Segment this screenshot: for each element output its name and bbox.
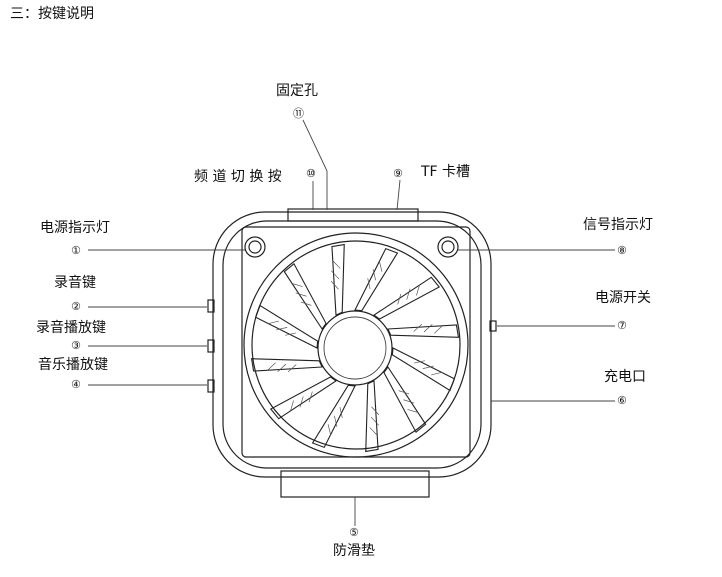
callout-1: ① <box>71 244 81 257</box>
fan-blade-hatch <box>300 301 312 306</box>
fan-blade-hatch <box>407 409 419 414</box>
music-play-button <box>207 379 215 393</box>
signal-indicator-light <box>437 236 459 258</box>
fan-blade <box>373 276 441 320</box>
label-channel-switch: 频 道 切 换 按 <box>194 169 282 185</box>
fan-blade-hatch <box>327 424 332 436</box>
fan-hub-inner <box>323 316 387 380</box>
callout-9: ⑨ <box>393 167 403 180</box>
fan-blade <box>311 384 356 449</box>
fan-blade-hatch <box>330 270 340 280</box>
fan-blade-hatch <box>295 292 307 297</box>
top-plate <box>287 208 419 222</box>
label-tf-slot: TF 卡槽 <box>421 164 471 180</box>
callout-10: ⑩ <box>306 167 316 180</box>
fan-blade-hatch <box>414 360 425 364</box>
fan-blade-hatch <box>289 400 294 412</box>
fan-blade <box>250 358 323 372</box>
fan-blade <box>331 243 345 316</box>
callout-6: ⑥ <box>617 394 627 407</box>
callout-7: ⑦ <box>617 319 627 332</box>
power-switch <box>489 320 497 332</box>
callout-4: ④ <box>71 378 81 391</box>
fan-blade-hatch <box>403 399 415 404</box>
fan-blade-hatch <box>308 391 313 403</box>
fan-blade-hatch <box>369 427 379 437</box>
power-indicator-light-inner <box>248 240 262 254</box>
fan-blade <box>391 347 456 392</box>
fan-blade-hatch <box>299 396 304 408</box>
fan-blade <box>354 247 399 312</box>
fan-blade-hatch <box>372 269 376 281</box>
fan-blade <box>383 366 427 434</box>
fan-blade <box>254 304 319 349</box>
anti-slip-pad <box>280 470 430 498</box>
fan-blade-hatch <box>331 259 341 269</box>
label-charging-port: 充电口 <box>604 369 646 385</box>
fan-blade-hatch <box>397 293 402 305</box>
fan-blade-hatch <box>370 416 380 426</box>
record-play-button <box>207 339 215 353</box>
fan-blade-hatch <box>422 365 434 369</box>
record-button <box>207 299 215 313</box>
callout-8: ⑧ <box>617 244 627 257</box>
label-anti-slip-pad: 防滑垫 <box>333 543 375 559</box>
fan-blade-hatch <box>378 260 383 272</box>
fan-blade <box>283 262 327 330</box>
fan-blade-hatch <box>398 390 410 395</box>
fan-blade <box>365 380 379 453</box>
fan-blade <box>387 324 460 338</box>
device-body-outer <box>212 211 492 478</box>
fan-blade-hatch <box>285 332 296 336</box>
fan-outer-ring <box>243 232 469 458</box>
callout-11: ⑪ <box>293 107 304 120</box>
fan-blade-hatch <box>413 323 423 332</box>
section-title: 三：按键说明 <box>10 6 94 22</box>
device-body-inner <box>222 220 482 469</box>
fan-blade-hatch <box>291 282 303 287</box>
label-fixing-hole: 固定孔 <box>276 83 318 99</box>
label-power-switch: 电源开关 <box>595 290 651 306</box>
fan-blade <box>269 376 337 420</box>
fan-blade-hatch <box>267 320 279 325</box>
callout-3: ③ <box>71 339 81 352</box>
fan-blades <box>250 243 460 453</box>
label-record-play-key: 录音播放键 <box>36 320 106 336</box>
signal-indicator-light-inner <box>441 240 455 254</box>
fan-blade-hatch <box>367 278 371 289</box>
fan-blade-hatch <box>334 415 338 427</box>
label-record-key: 录音键 <box>54 275 96 291</box>
label-power-indicator: 电源指示灯 <box>40 220 110 236</box>
fan-blade-hatch <box>416 284 421 296</box>
label-music-play-key: 音乐播放键 <box>38 357 108 373</box>
callout-2: ② <box>71 300 81 313</box>
fan-blade-hatch <box>330 280 339 290</box>
fan-blade-hatch <box>339 407 343 418</box>
fan-blade-hatch <box>287 364 297 373</box>
fan-blade-hatch <box>431 371 443 376</box>
fan-ring <box>251 240 461 450</box>
fan-hub <box>317 310 393 386</box>
fan-blade-hatch <box>266 362 276 372</box>
fan-blade-hatch <box>423 323 433 333</box>
fan-blade-hatch <box>276 327 288 331</box>
fan-blade-hatch <box>371 406 380 416</box>
callout-5: ⑤ <box>349 526 359 539</box>
fan-frame <box>241 226 471 458</box>
fan-blade-hatch <box>406 288 411 300</box>
fan-blade-hatch <box>277 363 287 373</box>
fan-blade-hatch <box>434 324 444 334</box>
power-indicator-light <box>244 236 266 258</box>
label-signal-indicator: 信号指示灯 <box>583 217 653 233</box>
